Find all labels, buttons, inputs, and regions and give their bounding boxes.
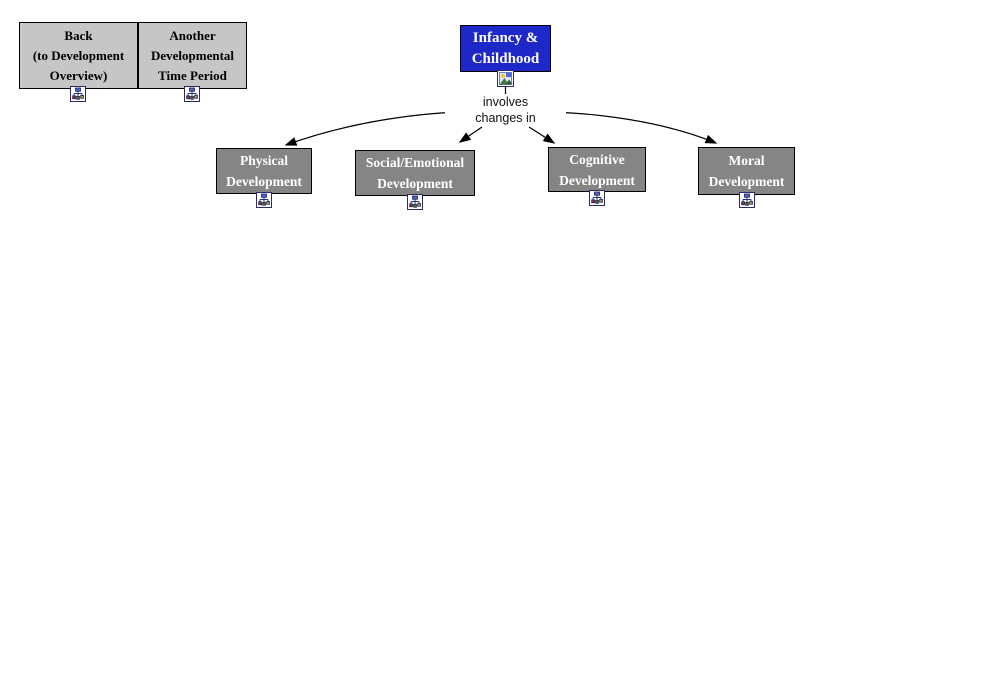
node-cognitive-development[interactable]: Cognitive Development xyxy=(548,147,646,192)
concept-map-icon[interactable] xyxy=(739,192,755,208)
node-text-line: Infancy & xyxy=(472,29,539,46)
node-physical-development[interactable]: Physical Development xyxy=(216,148,312,194)
node-text-line: Back xyxy=(64,27,93,43)
image-icon[interactable] xyxy=(497,70,514,87)
node-text-line: Development xyxy=(708,174,785,189)
node-text-line: Moral xyxy=(728,153,765,168)
connector-to-cognitive xyxy=(528,126,556,144)
concept-map-icon[interactable] xyxy=(256,192,272,208)
node-infancy-and-childhood[interactable]: Infancy & Childhood xyxy=(460,25,551,72)
node-text-line: Another xyxy=(169,27,216,43)
link-label-line: involves xyxy=(482,95,529,109)
connector-to-physical xyxy=(284,111,472,146)
node-text-line: Developmental xyxy=(150,47,235,63)
node-text-line: Development xyxy=(559,172,635,188)
node-moral-development[interactable]: Moral Development xyxy=(698,147,795,195)
concept-map-icon[interactable] xyxy=(184,86,200,102)
node-text-line: Development xyxy=(377,176,453,191)
concept-map-icon[interactable] xyxy=(589,190,605,206)
node-text-line: Overview) xyxy=(49,67,108,83)
node-text-line: Time Period xyxy=(158,67,227,83)
node-text-line: Cognitive xyxy=(569,151,625,167)
node-another-developmental-time-period[interactable]: Another Developmental Time Period xyxy=(138,22,247,89)
link-label-line: changes in xyxy=(475,111,536,125)
node-text-line: Physical xyxy=(239,153,288,168)
node-social-emotional-development[interactable]: Social/Emotional Development xyxy=(355,150,475,196)
link-label-involves-changes-in: involves changes in xyxy=(445,94,566,126)
connector-to-moral xyxy=(539,111,718,144)
node-text-line: Social/Emotional xyxy=(365,155,465,170)
node-text-line: Childhood xyxy=(471,50,540,67)
node-text-line: Development xyxy=(226,174,302,189)
concept-map-icon[interactable] xyxy=(70,86,86,102)
node-back-to-development-overview[interactable]: Back (to Development Overview) xyxy=(19,22,138,89)
concept-map-icon[interactable] xyxy=(407,194,423,210)
connector-to-social xyxy=(458,126,483,143)
node-text-line: (to Development xyxy=(32,47,125,63)
